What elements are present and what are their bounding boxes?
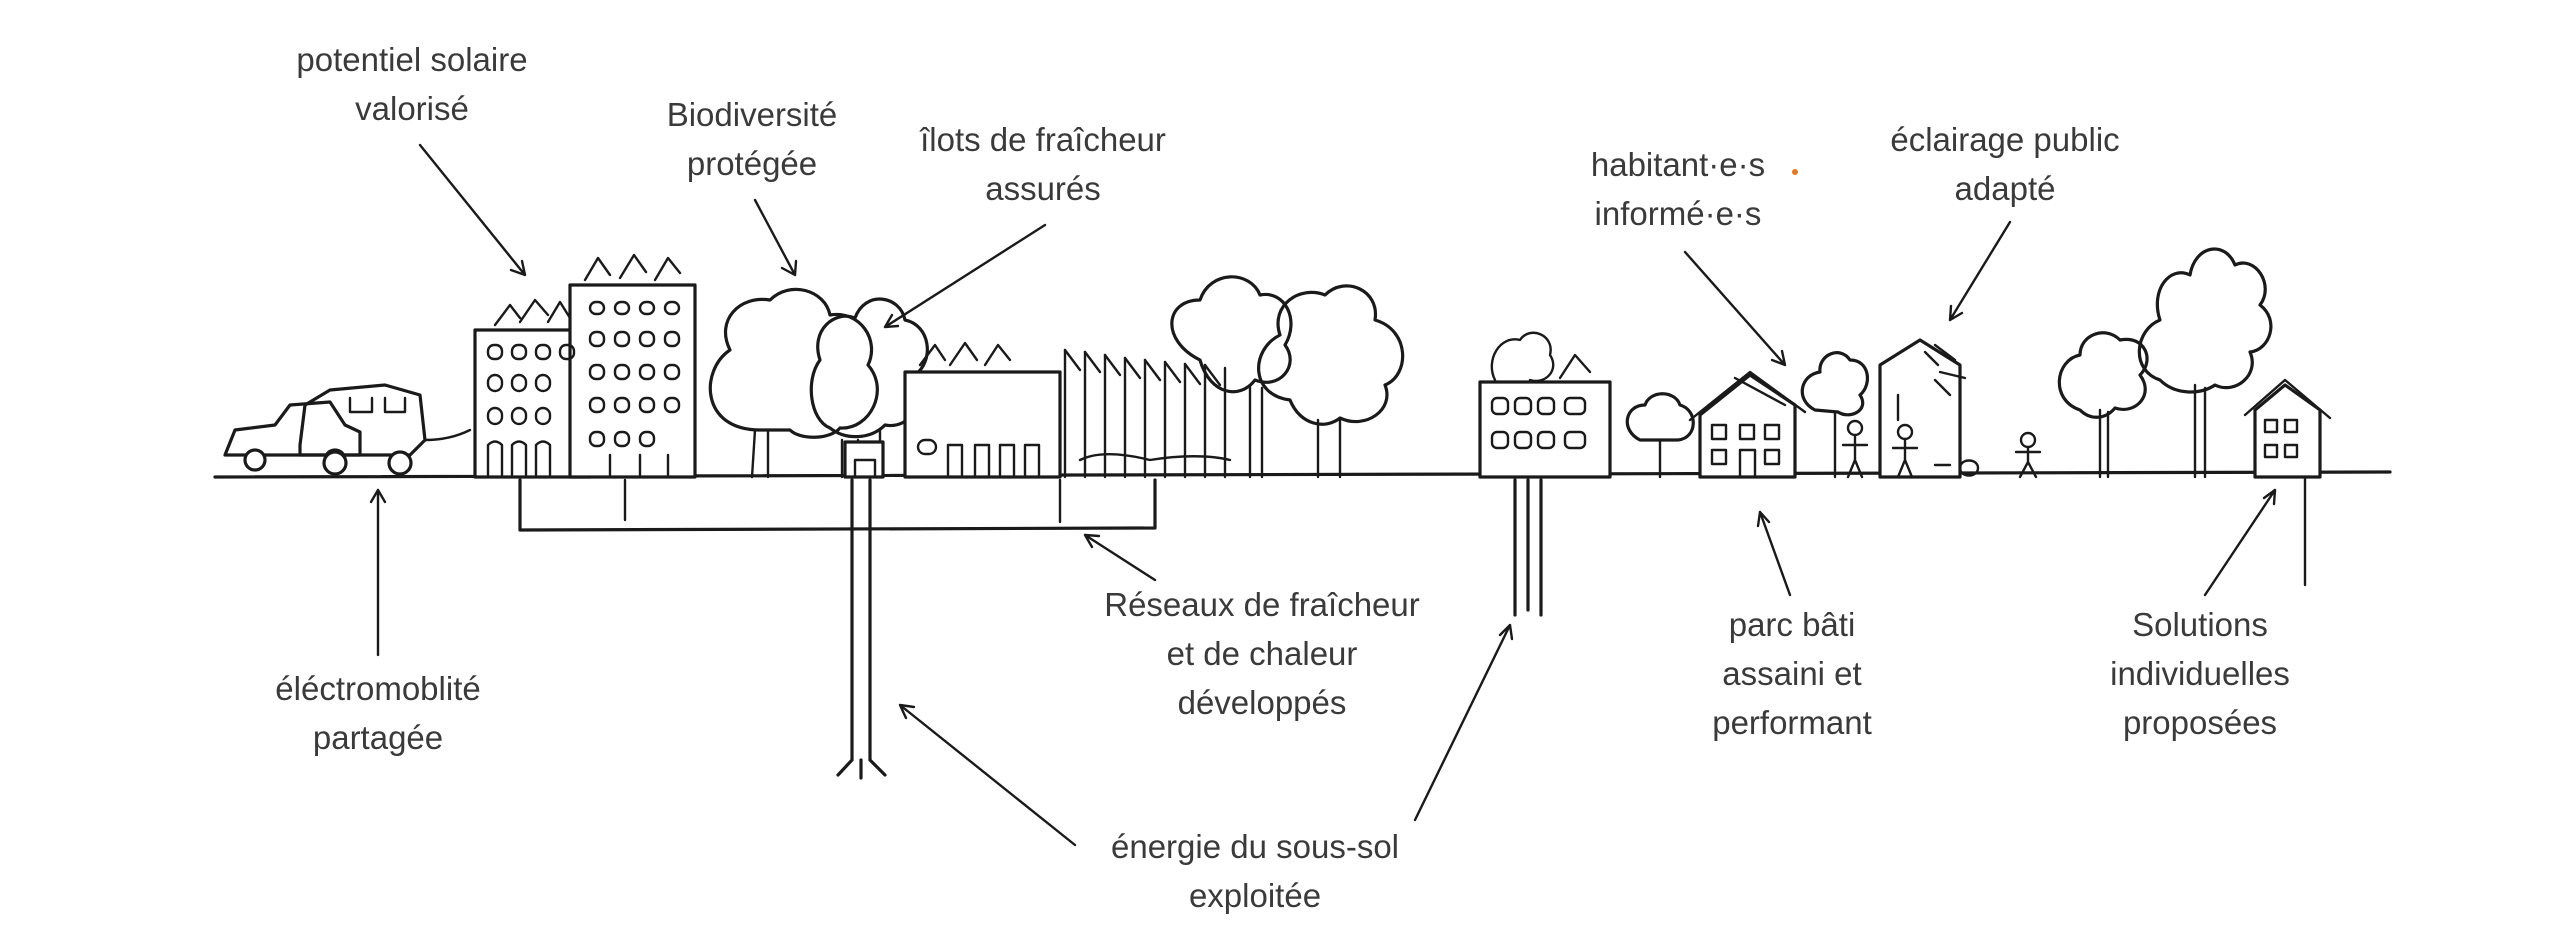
- label-cool-islands: îlots de fraîcheur assurés: [920, 121, 1166, 207]
- cool-building: [903, 341, 1232, 479]
- solar-buildings-left: [473, 253, 697, 479]
- trees-middle: [1170, 275, 1405, 479]
- trees-right: [2057, 247, 2273, 479]
- accent-dot: [1792, 169, 1798, 175]
- shared-cars: [223, 383, 472, 476]
- label-individual-solutions: Solutions individuelles proposées: [2110, 606, 2290, 741]
- label-informed-residents: habitant·e·s informé·e·s: [1590, 146, 1766, 232]
- label-public-lighting: éclairage public adapté: [1890, 121, 2120, 207]
- label-heat-networks: Réseaux de fraîcheur et de chaleur dével…: [1104, 586, 1420, 721]
- geothermal-well: [836, 478, 887, 780]
- heat-network-pipes: [518, 478, 1157, 532]
- individual-solutions-house: [2243, 378, 2332, 587]
- people-lamp-area: [1891, 423, 2042, 479]
- label-arrows: [369, 143, 2277, 847]
- informed-residents-building: [1478, 331, 1612, 617]
- renovated-house: [1688, 370, 1807, 479]
- public-lighting-building: [1878, 338, 1967, 479]
- trees-biodiversity: [708, 287, 929, 479]
- person-1: [1841, 419, 1869, 479]
- label-underground-energy: énergie du sous-sol exploitée: [1110, 828, 1400, 914]
- label-building-stock: parc bâti assaini et performant: [1712, 606, 1872, 741]
- small-tree: [1625, 392, 1695, 442]
- label-solar-potential: potentiel solaire valorisé: [296, 41, 528, 127]
- label-shared-electromobility: éléctromoblité partagée: [275, 670, 481, 756]
- label-biodiversity: Biodiversité protégée: [666, 96, 838, 182]
- tree-near-house: [1800, 351, 1869, 417]
